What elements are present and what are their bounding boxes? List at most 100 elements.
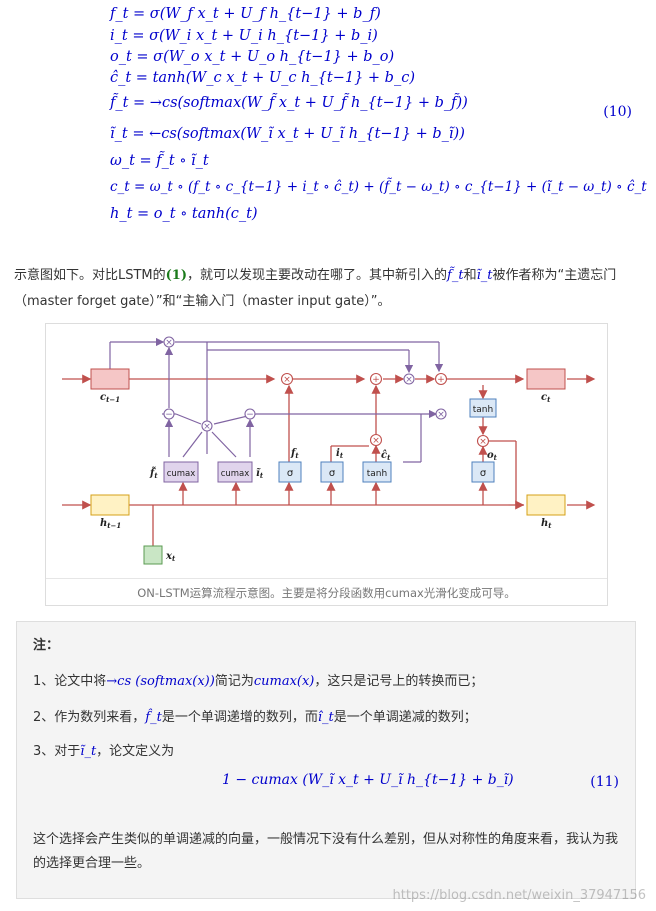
cumax-backward-box	[217, 461, 253, 483]
eq-hidden-text: h_t = o_t ∘ tanh(c_t)	[110, 206, 258, 222]
c-hat-label: ĉt	[381, 450, 391, 462]
eq-master-input: ĩ_t = ←cs(softmax(W_ĩ x_t + U_ĩ h_{t−1} …	[110, 126, 465, 142]
x-t-label: xt	[165, 551, 176, 563]
svg-text:×: ×	[372, 436, 380, 446]
para-text-3: 和	[463, 268, 477, 283]
eq-forget-gate: f_t = σ(W_f x_t + U_f h_{t−1} + b_f)	[110, 6, 381, 22]
c-prev-label: ct−1	[100, 392, 120, 404]
cumax-forward-box	[163, 461, 199, 483]
forget-sigma-box	[278, 461, 302, 483]
note2-text-a: 2、作为数列来看，	[33, 710, 146, 725]
forget-sigma-label: σ	[287, 468, 294, 479]
equation-number-11: (11)	[590, 774, 619, 790]
h-t-label: ht	[541, 518, 552, 530]
svg-text:−: −	[165, 410, 173, 420]
multiply-op-input	[369, 433, 383, 447]
multiply-op-forget	[280, 372, 294, 386]
svg-text:×: ×	[165, 338, 173, 348]
multiply-op-input-master	[435, 408, 447, 420]
para-text-4: 被作者称为“主遗忘门（master forget gate）”和“主输入门（ma…	[14, 268, 617, 309]
svg-text:×: ×	[405, 375, 413, 385]
equation-number-10: (10)	[603, 104, 632, 120]
note-item-2: 2、作为数列来看，f̂_t是一个单调递增的数列，而î_t是一个单调递减的数列；	[33, 706, 477, 725]
eq-input-gate: i_t = σ(W_i x_t + U_i h_{t−1} + b_i)	[110, 28, 378, 44]
eq-output-gate-text: o_t = σ(W_o x_t + U_o h_{t−1} + b_o)	[110, 49, 395, 65]
para-text-2: ，就可以发现主要改动在哪了。其中新引入的	[187, 268, 448, 283]
eq-forget-gate-text: f_t = σ(W_f x_t + U_f h_{t−1} + b_f)	[110, 6, 381, 22]
note3-text-b: ，论文定义为	[96, 744, 175, 759]
output-sigma-label: σ	[480, 468, 487, 479]
on-lstm-diagram: × − × − × + × + × × × ct−1 ct ht−1 ht xt…	[62, 336, 596, 565]
ft-tilde-label: f̃t	[149, 467, 158, 480]
c-t-label: ct	[541, 392, 551, 404]
minus-op-left	[163, 408, 175, 420]
note-conclusion: 这个选择会产生类似的单调递减的向量，一般情况下没有什么差别，但从对称性的角度来看…	[33, 832, 619, 871]
figure-caption: ON-LSTM运算流程示意图。主要是将分段函数用cumax光滑化变成可导。	[46, 578, 607, 601]
eq-cell-update: c_t = ω_t ∘ (f_t ∘ c_{t−1} + i_t ∘ ĉ_t) …	[110, 179, 647, 195]
x-t-box	[143, 545, 163, 565]
svg-text:+: +	[437, 375, 445, 385]
multiply-op-omega	[201, 420, 213, 432]
note2-text-c: 是一个单调递减的数列；	[333, 710, 477, 725]
note1-math-a: →cs (softmax(x))	[106, 674, 215, 689]
note2-sym-2: î_t	[317, 710, 334, 725]
note-item-3: 3、对于ĩ_t，论文定义为	[33, 740, 174, 759]
tanh-output-label: tanh	[473, 405, 493, 415]
eq-omega-text: ω_t = f̃_t ∘ ĩ_t	[110, 153, 209, 169]
f-t-label: ft	[290, 448, 299, 460]
intro-paragraph: 示意图如下。对比LSTM的(1)，就可以发现主要改动在哪了。其中新引入的f̃_t…	[14, 263, 644, 315]
o-t-label: ot	[487, 450, 498, 462]
cumax-backward-label: cumax	[221, 469, 250, 479]
note-box: 注： 1、论文中将→cs (softmax(x))简记为cumax(x)，这只是…	[16, 621, 636, 899]
output-sigma-box	[471, 461, 495, 483]
svg-text:×: ×	[283, 375, 291, 385]
master-forget-symbol: f̃_t	[447, 268, 464, 283]
input-sigma-box	[320, 461, 344, 483]
eq-cell-update-text: c_t = ω_t ∘ (f_t ∘ c_{t−1} + i_t ∘ ĉ_t) …	[110, 179, 647, 195]
note-equation-11: 1 − cumax (W_ĩ x_t + U_ĩ h_{t−1} + b_ĩ)	[222, 772, 514, 788]
svg-text:−: −	[246, 410, 254, 420]
svg-text:+: +	[372, 375, 380, 385]
note-title: 注：	[33, 638, 60, 653]
h-prev-box	[90, 494, 130, 516]
minus-op-right	[244, 408, 256, 420]
i-t-label: it	[336, 448, 344, 460]
tanh-output-box	[469, 398, 497, 418]
c-prev-box	[90, 368, 130, 390]
note1-text-b: 简记为	[214, 674, 254, 689]
tanh-gate-label: tanh	[367, 469, 387, 479]
note2-text-b: 是一个单调递增的数列，而	[161, 710, 318, 725]
eq-hidden: h_t = o_t ∘ tanh(c_t)	[110, 206, 258, 222]
multiply-op-top	[163, 336, 175, 348]
h-t-box	[526, 494, 566, 516]
note1-text-a: 1、论文中将	[33, 674, 107, 689]
on-lstm-figure: × − × − × + × + × × × ct−1 ct ht−1 ht xt…	[45, 323, 608, 606]
add-op-2	[434, 372, 448, 386]
svg-text:×: ×	[479, 437, 487, 447]
svg-text:×: ×	[203, 422, 211, 432]
add-op-1	[369, 372, 383, 386]
eq-candidate-cell: ĉ_t = tanh(W_c x_t + U_c h_{t−1} + b_c)	[110, 70, 415, 86]
eq-input-gate-text: i_t = σ(W_i x_t + U_i h_{t−1} + b_i)	[110, 28, 378, 44]
multiply-op-output	[476, 434, 490, 448]
c-t-box	[526, 368, 566, 390]
it-tilde-label: ĩt	[256, 468, 264, 480]
note1-text-c: ，这只是记号上的转换而已；	[314, 674, 484, 689]
note3-text-a: 3、对于	[33, 744, 81, 759]
eq-master-forget: f̃_t = →cs(softmax(W_f̃ x_t + U_f̃ h_{t−…	[110, 95, 468, 111]
tanh-gate-box	[362, 461, 392, 483]
h-prev-label: ht−1	[100, 518, 121, 530]
eq-master-forget-text: f̃_t = →cs(softmax(W_f̃ x_t + U_f̃ h_{t−…	[110, 95, 468, 111]
para-text-1: 示意图如下。对比LSTM的	[14, 268, 166, 283]
eq-master-input-text: ĩ_t = ←cs(softmax(W_ĩ x_t + U_ĩ h_{t−1} …	[110, 126, 465, 142]
watermark: https://blog.csdn.net/weixin_37947156	[392, 888, 646, 903]
eq-output-gate: o_t = σ(W_o x_t + U_o h_{t−1} + b_o)	[110, 49, 394, 65]
cumax-forward-label: cumax	[167, 469, 196, 479]
svg-text:×: ×	[437, 410, 445, 420]
multiply-op-master	[403, 373, 415, 385]
equation-block-10: f_t = σ(W_f x_t + U_f h_{t−1} + b_f) i_t…	[110, 0, 650, 232]
input-sigma-label: σ	[329, 468, 336, 479]
eq-ref-link[interactable]: (1)	[165, 268, 188, 283]
eq-candidate-cell-text: ĉ_t = tanh(W_c x_t + U_c h_{t−1} + b_c)	[110, 70, 415, 86]
note2-sym-1: f̂_t	[145, 710, 162, 725]
